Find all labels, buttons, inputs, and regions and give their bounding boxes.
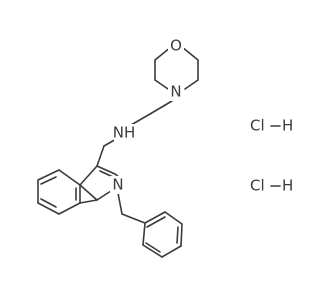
indole-nitrogen-label: N [112, 176, 123, 194]
oxygen-atom-label: O [170, 37, 182, 55]
bond [142, 244, 163, 258]
bond [79, 184, 98, 201]
methylene-linker [96, 137, 119, 167]
benzyl-group [117, 192, 183, 258]
bond [37, 202, 60, 215]
hydrogen-label: H [282, 177, 293, 195]
bond [96, 165, 116, 175]
bond [121, 213, 146, 224]
morpholine-ring [154, 46, 199, 90]
bond [79, 199, 98, 204]
chlorine-label: Cl [250, 177, 265, 195]
bond [40, 198, 57, 208]
bond [181, 46, 199, 61]
bond [146, 216, 166, 228]
bond [142, 222, 146, 246]
hcl-salt-1: Cl H [250, 117, 293, 135]
bond [164, 211, 183, 225]
hydrochloride-salts: Cl H Cl H [250, 117, 293, 195]
bond [180, 223, 183, 247]
bond [58, 169, 81, 186]
bond [144, 211, 166, 224]
chlorine-label: Cl [250, 117, 265, 135]
bond [176, 226, 179, 244]
bond [117, 192, 123, 215]
bond [79, 165, 98, 186]
bond [130, 113, 151, 126]
bond [154, 79, 169, 90]
bond [40, 176, 57, 185]
bond [149, 100, 173, 115]
hcl-salt-2: Cl H [250, 177, 293, 195]
bond [96, 145, 105, 167]
bond [161, 245, 182, 258]
ethyl-linker [130, 100, 173, 126]
bond [58, 202, 81, 215]
indole-ring [37, 165, 121, 215]
chemical-structure: O N NH N Cl H Cl H [37, 37, 293, 258]
amine-nh-label: NH [113, 124, 136, 142]
hydrogen-label: H [282, 117, 293, 135]
bond [184, 79, 199, 90]
bond [145, 242, 161, 253]
atom-labels: O N NH N [110, 37, 184, 194]
morpholine-nitrogen-label: N [170, 83, 181, 101]
bond [37, 169, 60, 181]
